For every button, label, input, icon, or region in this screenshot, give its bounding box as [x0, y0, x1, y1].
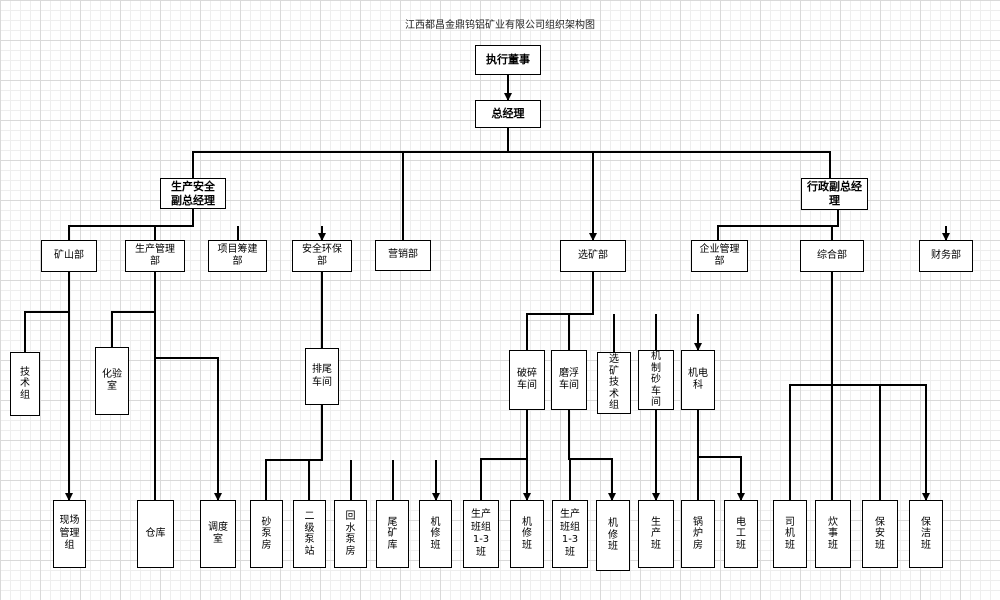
connector-safety-vp [68, 209, 322, 240]
connector-prod-mgmt [111, 272, 218, 500]
node-production-team: 生产班 [638, 500, 674, 568]
connector-admin-vp [717, 210, 946, 240]
node-crushing-workshop: 破碎 车间 [509, 350, 545, 410]
node-production-teams-b: 生产 班组 1-3 班 [552, 500, 588, 568]
node-repair-team-2: 机修班 [510, 500, 544, 568]
node-sand-pump-house: 砂泵房 [250, 500, 283, 568]
node-security-team: 保安班 [862, 500, 898, 568]
node-sales-dept: 营销部 [375, 240, 431, 271]
node-dispatch-room: 调度 室 [200, 500, 236, 568]
node-cleaning-team: 保洁班 [909, 500, 943, 568]
node-executive-director: 执行董事 [475, 45, 541, 75]
node-grinding-flotation-workshop: 磨浮 车间 [551, 350, 587, 410]
node-safety-environment-dept: 安全环保 部 [292, 240, 352, 272]
node-tailings-reservoir: 尾矿库 [376, 500, 409, 568]
node-laboratory: 化验 室 [95, 347, 129, 415]
node-admin-vp: 行政副总经 理 [801, 178, 868, 210]
node-repair-team-3: 机修班 [596, 500, 630, 571]
node-production-safety-vp: 生产安全 副总经理 [160, 178, 226, 209]
node-enterprise-management-dept: 企业管理 部 [691, 240, 748, 272]
node-kitchen-team: 炊事班 [815, 500, 851, 568]
node-general-affairs-dept: 综合部 [800, 240, 864, 272]
node-tailings-workshop: 排尾 车间 [305, 348, 339, 405]
node-finance-dept: 财务部 [919, 240, 973, 272]
node-general-manager: 总经理 [475, 100, 541, 128]
node-site-management-group: 现场 管理 组 [53, 500, 86, 568]
node-mineral-tech-group: 选矿技术组 [597, 352, 631, 414]
node-electromechanical-section: 机电 科 [681, 350, 715, 410]
connector-mineral [526, 272, 698, 352]
node-boiler-room: 锅炉房 [681, 500, 715, 568]
node-secondary-pump-station: 二级泵站 [293, 500, 326, 568]
connector-mine-dept [24, 272, 69, 500]
node-project-preparation-dept: 项目筹建 部 [208, 240, 267, 272]
node-driver-team: 司机班 [773, 500, 807, 568]
node-return-water-pump-house: 回水泵房 [334, 500, 367, 568]
node-machine-sand-workshop: 机制砂车间 [638, 350, 674, 410]
node-repair-team-1: 机修班 [419, 500, 452, 568]
connector-safety-env [265, 272, 436, 500]
node-electrician-team: 电工班 [724, 500, 758, 568]
node-mining-dept: 矿山部 [41, 240, 97, 272]
connector-general [789, 272, 926, 500]
connector-electro [697, 410, 741, 500]
node-mineral-processing-dept: 选矿部 [560, 240, 626, 272]
node-warehouse: 仓库 [137, 500, 174, 568]
node-production-teams-a: 生产 班组 1-3 班 [463, 500, 499, 568]
node-production-management-dept: 生产管理 部 [125, 240, 185, 272]
connector-grinding [568, 410, 612, 500]
node-technical-group: 技术组 [10, 352, 40, 416]
chart-title: 江西都昌金鼎钨铝矿业有限公司组织架构图 [405, 20, 595, 31]
connector-gm-level2 [192, 128, 831, 240]
connector-crushing [480, 410, 527, 500]
